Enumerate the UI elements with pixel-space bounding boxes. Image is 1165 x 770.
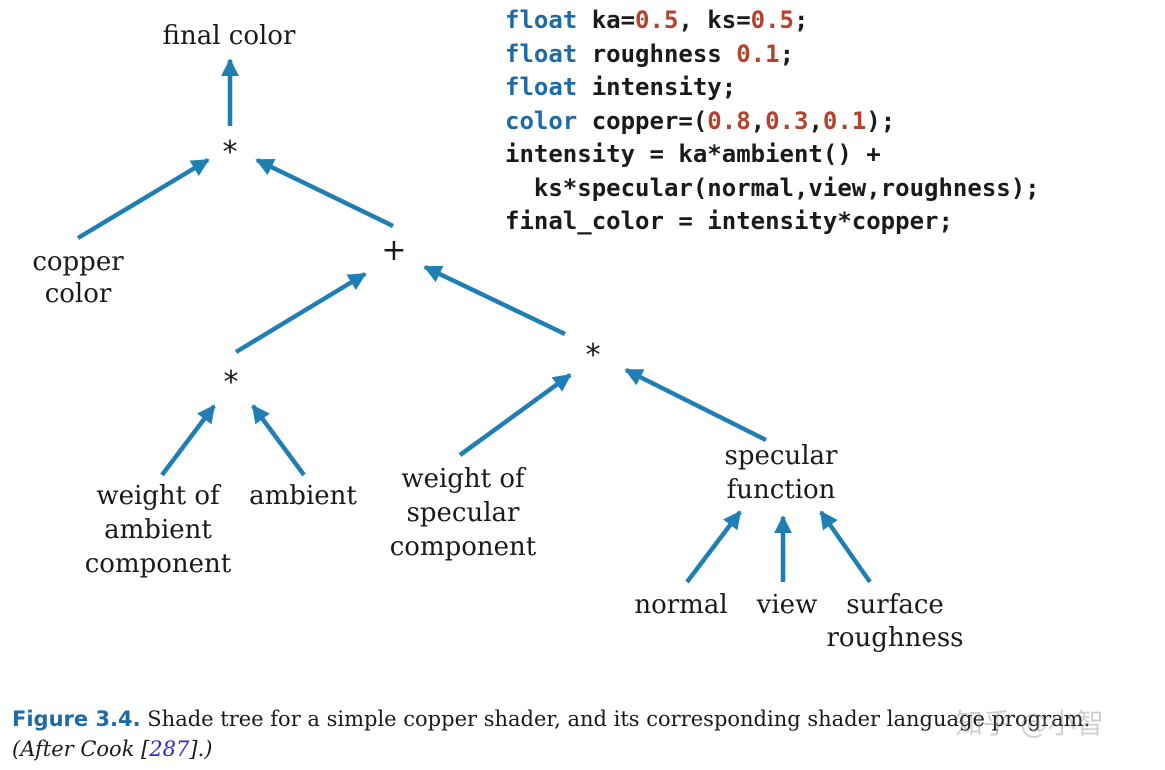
code-keyword: float <box>505 39 578 68</box>
arrow-leftmult-to-plus <box>234 272 367 354</box>
code-text: copper=( <box>577 106 708 135</box>
code-keyword: float <box>505 6 578 34</box>
caption-source-end: ].) <box>189 737 213 761</box>
node-weight-specular-line3: component <box>390 532 537 562</box>
node-surface-roughness-line1: surface <box>846 590 944 620</box>
code-text: roughness <box>577 39 737 68</box>
node-plus: + <box>381 233 406 268</box>
node-weight-ambient-line2: ambient <box>104 515 212 545</box>
code-number: 0.1 <box>736 39 780 68</box>
arrow-rightmult-to-plus <box>423 264 566 337</box>
node-multiply-left: * <box>224 365 239 400</box>
code-line-2: float roughness 0.1; <box>505 40 794 68</box>
caption-line-1: Figure 3.4. Shade tree for a simple copp… <box>12 704 1157 734</box>
code-text: , <box>808 106 823 135</box>
code-line-7: final_color = intensity*copper; <box>505 207 953 235</box>
arrow-copper-to-mult <box>76 158 210 240</box>
code-text: ); <box>866 106 896 135</box>
node-final-color: final color <box>163 21 296 51</box>
node-weight-specular-line1: weight of <box>401 464 527 494</box>
arrow-normal-to-specfunc <box>685 510 742 584</box>
code-keyword: color <box>505 106 578 135</box>
code-number: 0.5 <box>635 6 679 34</box>
figure-label: Figure 3.4. <box>12 707 141 731</box>
node-weight-specular-line2: specular <box>407 498 520 528</box>
code-text: ; <box>794 6 809 34</box>
arrow-plus-to-mult <box>255 157 394 229</box>
node-ambient: ambient <box>249 481 357 511</box>
citation-link[interactable]: 287 <box>149 737 190 761</box>
node-weight-ambient-line3: component <box>85 549 232 579</box>
node-view: view <box>756 590 818 620</box>
node-surface-roughness-line2: roughness <box>826 623 963 653</box>
node-multiply-right: * <box>586 338 601 373</box>
code-text: ; <box>779 39 795 68</box>
code-number: 0.3 <box>765 106 809 135</box>
code-line-4: color copper=(0.8,0.3,0.1); <box>505 107 895 135</box>
node-specular-function-line1: specular <box>725 441 838 471</box>
code-number: 0.8 <box>707 106 751 135</box>
arrow-specfunc-to-rightmult <box>624 367 768 443</box>
code-line-3: float intensity; <box>505 73 736 101</box>
code-text: , <box>750 106 766 135</box>
watermark: 知乎 @小智 <box>955 707 1104 740</box>
code-line-5: intensity = ka*ambient() + <box>505 140 881 168</box>
caption-line-2: (After Cook [287].) <box>12 734 1157 764</box>
node-weight-ambient-line1: weight of <box>96 481 222 511</box>
code-text: ka= <box>577 6 636 34</box>
node-copper-color-line2: color <box>45 279 112 309</box>
caption-source: (After Cook [ <box>12 737 150 761</box>
arrow-roughness-to-specfunc <box>819 510 872 584</box>
node-normal: normal <box>634 590 727 620</box>
node-copper-color-line1: copper <box>32 247 124 277</box>
arrow-weightspec-to-rightmult <box>458 373 572 457</box>
code-text: intensity; <box>577 73 737 101</box>
arrow-ambient-to-leftmult <box>251 404 306 477</box>
figure-caption: Figure 3.4. Shade tree for a simple copp… <box>12 704 1157 764</box>
code-number: 0.1 <box>822 106 867 135</box>
code-keyword: float <box>505 73 578 101</box>
code-line-1: float ka=0.5, ks=0.5; <box>505 6 808 34</box>
caption-text: Shade tree for a simple copper shader, a… <box>140 707 1091 731</box>
code-text: , ks= <box>678 6 751 34</box>
code-line-6: ks*specular(normal,view,roughness); <box>505 173 1040 202</box>
shade-tree-diagram: final color * copper color + * * weight … <box>32 21 963 653</box>
arrow-weightamb-to-leftmult <box>160 404 216 477</box>
node-specular-function-line2: function <box>727 475 836 505</box>
node-multiply-top: * <box>223 135 238 170</box>
shader-code-block: float ka=0.5, ks=0.5; float roughness 0.… <box>505 4 1040 239</box>
code-number: 0.5 <box>750 6 795 34</box>
